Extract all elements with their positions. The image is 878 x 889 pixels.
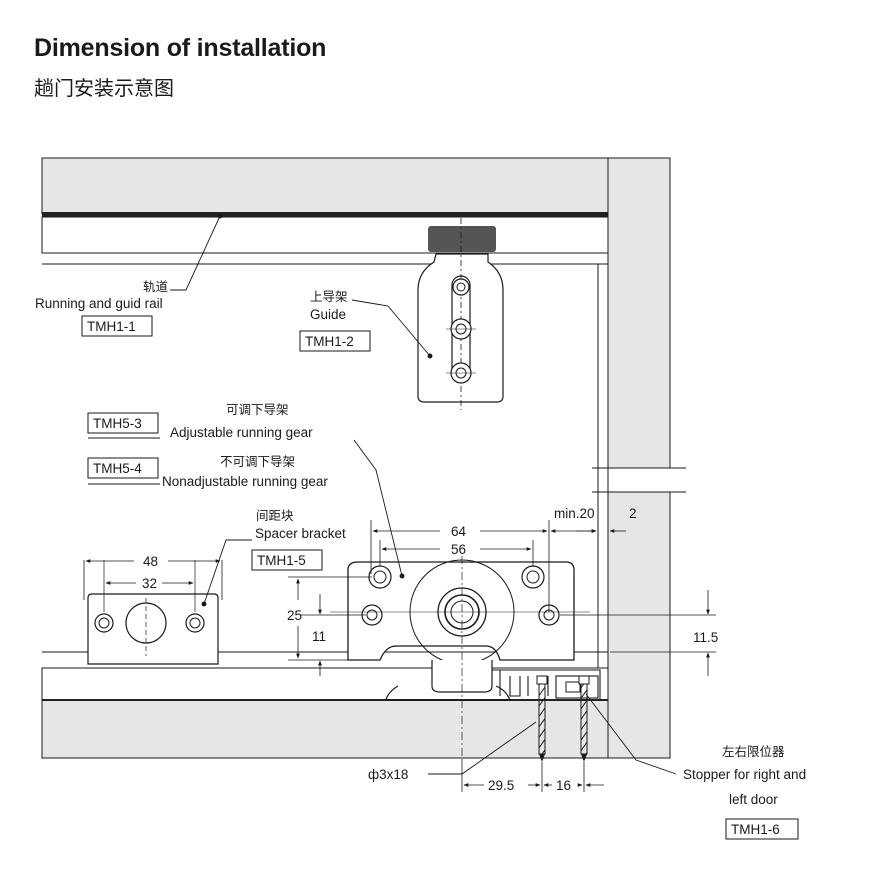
stopper-label-cn: 左右限位器 bbox=[722, 744, 785, 759]
page-title: Dimension of installation bbox=[34, 34, 327, 62]
code-boxes bbox=[81, 315, 799, 840]
dim-48: 48 bbox=[143, 554, 158, 569]
spacer-code: TMH1-5 bbox=[257, 553, 306, 568]
gear-hole-top-left bbox=[368, 565, 392, 589]
adjustable-code: TMH5-3 bbox=[93, 416, 142, 431]
page-subtitle: 趟门安装示意图 bbox=[34, 76, 174, 100]
adjustable-label-cn: 可调下导架 bbox=[226, 402, 289, 417]
top-guide bbox=[417, 218, 504, 410]
dim-56: 56 bbox=[451, 542, 466, 557]
spacer-bracket bbox=[87, 560, 219, 665]
screw-right bbox=[578, 675, 590, 762]
running-guide-rail bbox=[42, 212, 608, 217]
adjustable-label-en: Adjustable running gear bbox=[170, 425, 313, 440]
stopper-label-en-1: Stopper for right and bbox=[683, 767, 806, 782]
dimension-lines bbox=[83, 520, 716, 792]
rail-label-en: Running and guid rail bbox=[35, 296, 163, 311]
spacer-hole-left bbox=[94, 613, 114, 633]
rail-label-cn: 轨道 bbox=[143, 279, 169, 294]
top-panel bbox=[41, 157, 609, 265]
dim-2: 2 bbox=[629, 506, 637, 521]
spacer-hole-right bbox=[185, 613, 205, 633]
nonadjustable-label-en: Nonadjustable running gear bbox=[162, 474, 328, 489]
screw-left bbox=[536, 675, 548, 762]
spacer-label-cn: 间距块 bbox=[256, 508, 294, 523]
rail-code: TMH1-1 bbox=[87, 319, 136, 334]
dim-29-5: 29.5 bbox=[488, 778, 514, 793]
bottom-panel bbox=[41, 651, 609, 759]
dim-25: 25 bbox=[287, 608, 302, 623]
stopper-label-en-2: left door bbox=[729, 792, 778, 807]
guide-hole-top bbox=[452, 278, 470, 296]
stopper-code: TMH1-6 bbox=[731, 822, 780, 837]
nonadjustable-label-cn: 不可调下导架 bbox=[220, 454, 295, 469]
screw-label: ф3x18 bbox=[368, 767, 408, 782]
dim-11: 11 bbox=[312, 629, 326, 644]
spacer-label-en: Spacer bracket bbox=[255, 526, 346, 541]
guide-label-en: Guide bbox=[310, 307, 346, 322]
dim-11-5: 11.5 bbox=[693, 630, 718, 645]
dim-32: 32 bbox=[142, 576, 157, 591]
dim-min20: min.20 bbox=[554, 506, 595, 521]
running-gear bbox=[330, 556, 601, 760]
guide-label-cn: 上导架 bbox=[310, 289, 348, 304]
guide-code: TMH1-2 bbox=[305, 334, 354, 349]
nonadjustable-code: TMH5-4 bbox=[93, 461, 142, 476]
gear-hole-top-right bbox=[521, 565, 545, 589]
dim-64: 64 bbox=[451, 524, 467, 539]
side-panel bbox=[592, 157, 686, 759]
stopper bbox=[555, 675, 599, 699]
dim-16: 16 bbox=[556, 778, 571, 793]
